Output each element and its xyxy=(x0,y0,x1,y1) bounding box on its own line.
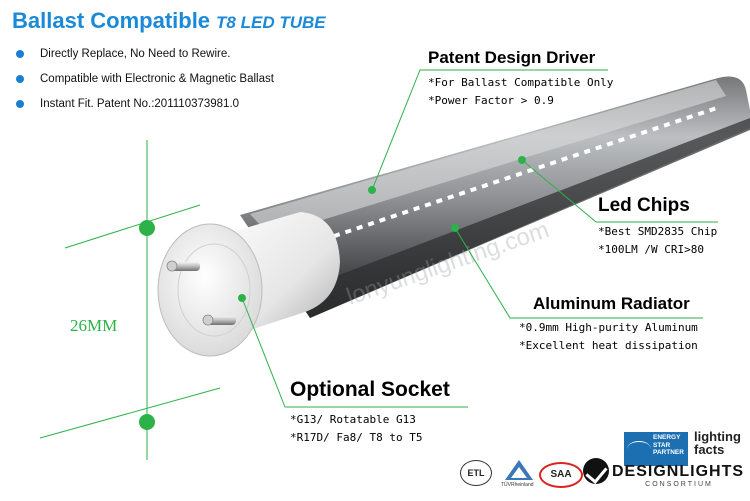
title-subtitle: T8 LED TUBE xyxy=(216,13,326,32)
callout-radiator-title: Aluminum Radiator xyxy=(533,294,690,313)
callout-socket-line: *G13/ Rotatable G13 xyxy=(290,413,416,426)
callout-socket-title: Optional Socket xyxy=(290,378,450,401)
dimension-label: 26MM xyxy=(70,316,118,335)
callout-dot-socket xyxy=(238,294,246,302)
designlights-logo: DESIGNLIGHTS CONSORTIUM xyxy=(612,463,745,489)
bullet-icon xyxy=(16,75,24,83)
callout-dot-radiator xyxy=(451,224,459,232)
callout-driver: Patent Design Driver *For Ballast Compat… xyxy=(428,48,613,110)
dimension-lines xyxy=(39,140,221,460)
lighting-facts-logo: lighting facts xyxy=(694,429,741,457)
tube-body xyxy=(240,76,750,318)
callout-chips: Led Chips *Best SMD2835 Chip *100LM /W C… xyxy=(598,195,717,259)
tuv-logo: TÜVRheinland xyxy=(501,458,535,490)
callout-driver-line: *For Ballast Compatible Only xyxy=(428,76,614,89)
etl-logo: ETL xyxy=(460,460,492,486)
callout-socket: Optional Socket *G13/ Rotatable G13 *R17… xyxy=(290,378,450,447)
tuv-triangle-icon xyxy=(505,460,533,480)
callout-driver-title: Patent Design Driver xyxy=(428,48,596,67)
dimension-marker-top xyxy=(139,220,155,236)
page-title: Ballast Compatible T8 LED TUBE xyxy=(12,8,326,34)
callout-radiator-line: *0.9mm High-purity Aluminum xyxy=(519,321,698,334)
callout-dot-driver xyxy=(368,186,376,194)
callout-radiator: Aluminum Radiator *0.9mm High-purity Alu… xyxy=(519,294,698,355)
callout-chips-title: Led Chips xyxy=(598,195,690,216)
callout-dot-chips xyxy=(518,156,526,164)
callout-radiator-line: *Excellent heat dissipation xyxy=(519,339,698,352)
callout-chips-line: *Best SMD2835 Chip xyxy=(598,225,718,238)
saa-logo: SAA xyxy=(539,462,583,488)
dimension-marker-bottom xyxy=(139,414,155,430)
bullet-icon xyxy=(16,50,24,58)
callout-driver-line: *Power Factor > 0.9 xyxy=(428,94,554,107)
callout-chips-line: *100LM /W CRI>80 xyxy=(598,243,704,256)
end-cap xyxy=(157,212,340,357)
socket-pins xyxy=(166,260,236,326)
bullet-icon xyxy=(16,100,24,108)
title-main: Ballast Compatible xyxy=(12,8,211,33)
energy-star-logo: ENERGY STAR PARTNER xyxy=(624,432,688,466)
designlights-mark-icon xyxy=(583,458,609,484)
callout-lines xyxy=(241,69,718,408)
callout-socket-line: *R17D/ Fa8/ T8 to T5 xyxy=(290,431,423,444)
